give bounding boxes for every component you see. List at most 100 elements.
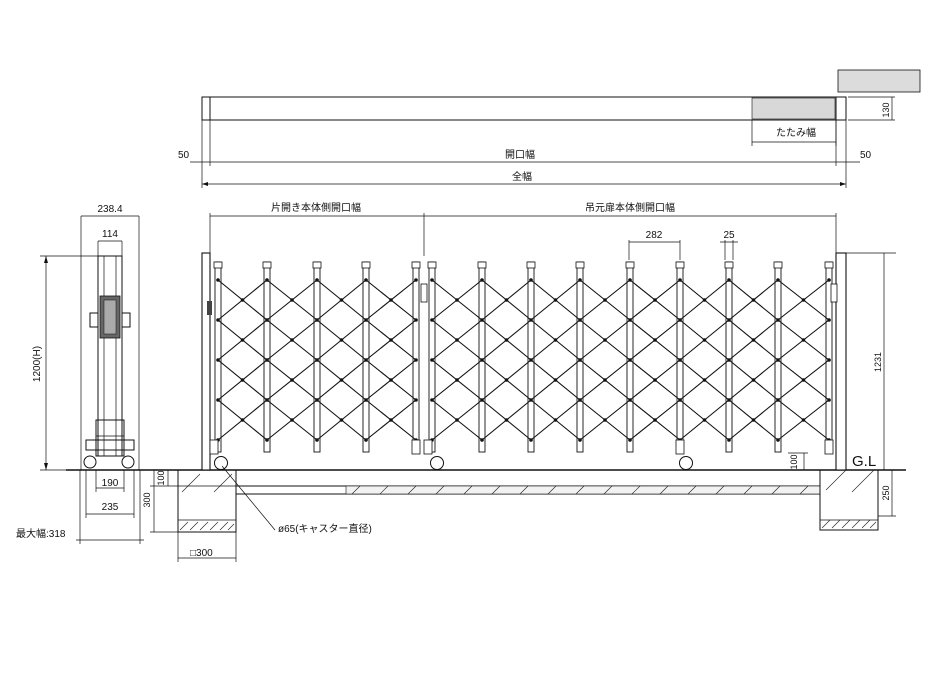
pivot-pin <box>290 418 294 422</box>
pitch-282: 282 <box>646 230 663 241</box>
pivot-pin <box>702 298 707 302</box>
legend-swatch <box>837 69 921 93</box>
pivot-pin <box>827 398 831 402</box>
pivot-pin <box>727 398 731 402</box>
pivot-pin <box>216 398 220 402</box>
side-caster-left <box>83 455 97 469</box>
gl-label: G.L <box>852 453 876 470</box>
pivot-pin <box>628 358 632 362</box>
pivot-pin <box>389 418 393 422</box>
pivot-pin <box>389 378 393 382</box>
lattice-bar <box>412 261 420 453</box>
pivot-pin <box>776 318 780 322</box>
dim-ground-300: 300 <box>142 492 152 507</box>
bar-foot <box>824 439 834 455</box>
pivot-pin <box>628 398 632 402</box>
pivot-pin <box>801 378 806 382</box>
pivot-pin <box>216 278 220 282</box>
pivot-pin <box>628 278 632 282</box>
bar-cap <box>312 261 322 269</box>
pivot-pin <box>827 278 831 282</box>
pivot-pin <box>430 398 434 402</box>
pivot-pin <box>480 358 484 362</box>
pivot-pin <box>751 298 756 302</box>
pivot-pin <box>430 318 434 322</box>
lattice-bar <box>676 261 684 453</box>
bar-foot <box>209 439 219 455</box>
pivot-pin <box>315 398 319 402</box>
pivot-pin <box>389 338 393 342</box>
dim-114: 114 <box>102 229 118 240</box>
pivot-pin <box>364 398 368 402</box>
lattice-bar <box>527 261 535 453</box>
bar-cap <box>575 261 585 269</box>
handle-left <box>89 312 98 328</box>
pivot-pin <box>455 418 459 422</box>
left-post <box>201 252 211 471</box>
middle-lock <box>420 283 428 303</box>
pivot-pin <box>480 318 484 322</box>
lattice-bar <box>263 261 271 453</box>
bar-cap <box>824 261 834 269</box>
pivot-pin <box>727 438 731 442</box>
pivot-pin <box>702 378 707 382</box>
dim-50-right: 50 <box>860 150 872 161</box>
pivot-pin <box>603 418 607 422</box>
single-side-opening-label: 片開き本体側開口幅 <box>271 201 361 214</box>
bar-cap <box>427 261 437 269</box>
pivot-pin <box>653 338 657 342</box>
pivot-pin <box>455 338 459 342</box>
bar-cap <box>675 261 685 269</box>
bar-foot <box>411 439 421 455</box>
pivot-pin <box>290 338 294 342</box>
pivot-pin <box>216 318 220 322</box>
pivot-pin <box>265 358 269 362</box>
pivot-pin <box>603 298 607 302</box>
lattice-bar <box>725 261 733 453</box>
pivot-pin <box>678 318 682 322</box>
pivot-pin <box>529 318 533 322</box>
pivot-pin <box>553 378 558 382</box>
pivot-pin <box>578 438 582 442</box>
pivot-pin <box>430 278 434 282</box>
pivot-pin <box>389 298 393 302</box>
pivot-pin <box>628 318 632 322</box>
hanging-side-opening-label: 吊元扉本体側開口幅 <box>585 201 675 214</box>
lattice-bar <box>478 261 486 453</box>
pivot-pin <box>776 358 780 362</box>
pivot-pin <box>653 378 657 382</box>
pivot-pin <box>430 358 434 362</box>
pivot-pin <box>290 378 294 382</box>
lattice <box>209 261 834 455</box>
footing-label: □300 <box>190 548 213 559</box>
pivot-pin <box>414 278 418 282</box>
pivot-pin <box>628 438 632 442</box>
pivot-pin <box>653 298 657 302</box>
bar-cap <box>724 261 734 269</box>
pivot-pin <box>801 418 806 422</box>
bar-cap <box>477 261 487 269</box>
left-lock <box>207 301 212 315</box>
pivot-pin <box>455 378 459 382</box>
pivot-pin <box>240 418 245 422</box>
pivot-pin <box>776 278 780 282</box>
bar-cap <box>411 261 421 269</box>
pivot-pin <box>553 298 558 302</box>
pivot-pin <box>776 398 780 402</box>
pivot-pin <box>265 398 269 402</box>
pivot-pin <box>653 418 657 422</box>
left-footing <box>177 470 237 533</box>
dim-190: 190 <box>102 478 119 489</box>
lattice-bar <box>214 261 222 453</box>
right-footing <box>819 470 879 531</box>
dim-50-left: 50 <box>178 150 190 161</box>
pivot-pin <box>801 298 806 302</box>
pivot-pin <box>339 338 344 342</box>
pivot-pin <box>678 398 682 402</box>
bar-cap <box>526 261 536 269</box>
top-view: 130 たたみ幅 50 50 開口幅 全幅 <box>178 69 921 188</box>
pivot-pin <box>504 338 509 342</box>
pivot-pin <box>702 418 707 422</box>
right-lock <box>830 283 838 303</box>
